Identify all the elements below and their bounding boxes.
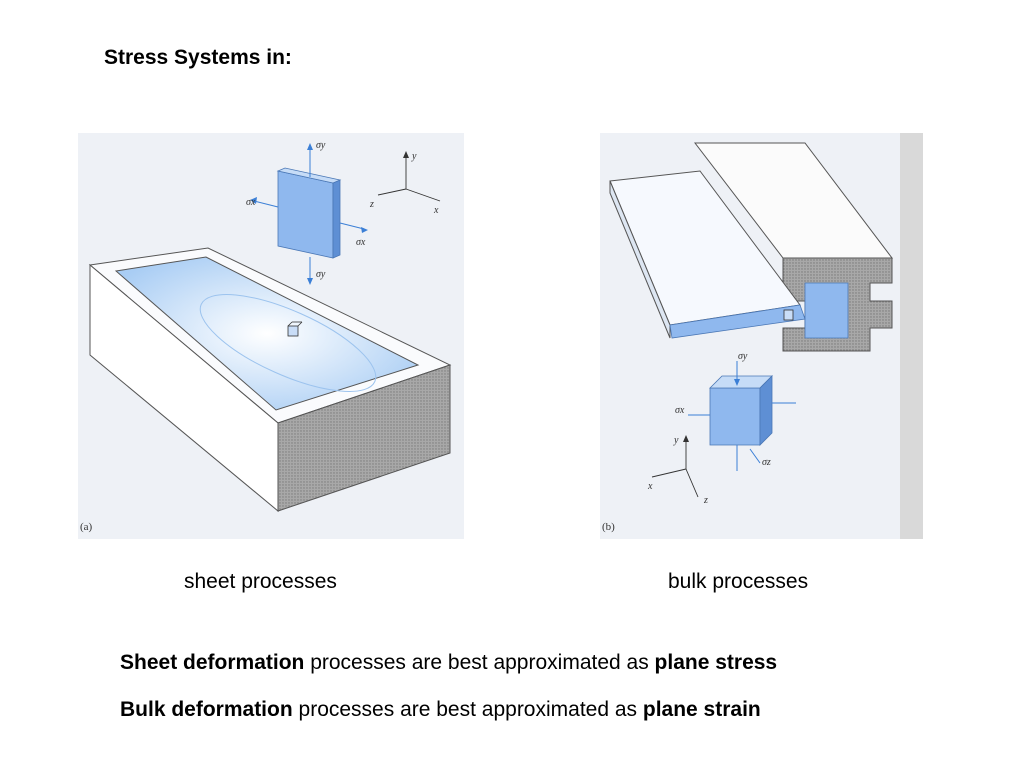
- tub-basin: [114, 256, 420, 411]
- bathtub-illustration: σy σx σx σy y x z: [88, 140, 452, 513]
- axis-label-z-b: z: [703, 495, 708, 506]
- tub-side-face: [277, 364, 451, 512]
- sigma-label-top-b: σy: [738, 351, 748, 362]
- caption-bulk-processes: bulk processes: [668, 570, 809, 593]
- plate-edge: [669, 304, 806, 339]
- statement-sheet-tail: plane stress: [654, 651, 778, 674]
- axis-label-z: z: [369, 199, 374, 210]
- figure-sheet-processes: σy σx σx σy y x z (a): [78, 133, 464, 539]
- figure-bulk-processes: σy σx σz y x z (b): [600, 133, 923, 539]
- statement-bulk-tail: plane strain: [642, 698, 761, 721]
- statement-sheet-middle: processes are best approximated as: [304, 651, 655, 674]
- sigma-label-left: σx: [246, 197, 256, 208]
- statement-sheet: Sheet deformation processes are best app…: [120, 651, 777, 675]
- slide-title: Stress Systems in:: [104, 46, 292, 69]
- statement-bulk-lead: Bulk deformation: [120, 698, 293, 721]
- sigma-label-left-b: σx: [675, 405, 685, 416]
- sigma-label-bottom: σy: [316, 269, 326, 280]
- statement-bulk: Bulk deformation processes are best appr…: [120, 698, 761, 722]
- axis-triad-b: [651, 435, 699, 498]
- stress-element-sheet: [250, 143, 368, 285]
- sigma-label-right: σx: [356, 237, 366, 248]
- caption-sheet-processes: sheet processes: [184, 570, 337, 593]
- axis-label-y-b: y: [673, 435, 679, 446]
- plate-front-face: [609, 180, 671, 339]
- statement-bulk-middle: processes are best approximated as: [292, 698, 643, 721]
- axis-triad-a: [377, 151, 441, 202]
- figure-tag-b: (b): [602, 521, 615, 533]
- axis-label-x-b: x: [647, 481, 653, 492]
- axis-label-y: y: [411, 151, 417, 162]
- figure-tag-a: (a): [80, 521, 93, 533]
- statement-sheet-lead: Sheet deformation: [120, 651, 305, 674]
- sigma-label-bottom-b: σz: [762, 457, 771, 468]
- stress-element-bulk: [688, 361, 796, 471]
- axis-label-x: x: [433, 205, 439, 216]
- sigma-label-top: σy: [316, 140, 326, 151]
- extrusion-illustration: σy σx σz y x z: [609, 133, 923, 539]
